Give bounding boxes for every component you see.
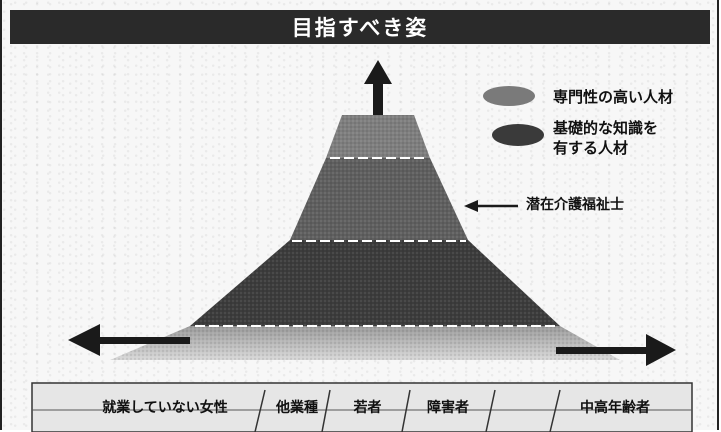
base-group-bar <box>31 382 693 432</box>
diagram-title: 目指すべき姿 <box>291 16 429 40</box>
group-label-middle-aged: 中高年齢者 <box>580 400 650 416</box>
pyramid-top-tier <box>326 115 430 158</box>
pyramid-base-tier <box>110 326 620 360</box>
pyramid-third-tier <box>190 240 560 326</box>
legend-label-basic: 基礎的な知識を 有する人材 <box>553 119 659 157</box>
group-label-unemployed-women: 就業していない女性 <box>102 400 228 416</box>
group-label-disabled: 障害者 <box>427 400 469 416</box>
up-arrow-icon <box>364 60 392 120</box>
left-arrow-icon <box>68 324 190 356</box>
right-arrow-icon <box>556 334 676 366</box>
group-label-other-industries: 他業種 <box>276 400 318 416</box>
tier-separators <box>195 157 556 327</box>
legend-swatch-specialist <box>483 86 535 106</box>
callout-label: 潜在介護福祉士 <box>526 197 624 213</box>
callout-arrow-icon <box>464 200 518 212</box>
legend-swatch-basic <box>492 124 544 146</box>
group-label-youth: 若者 <box>353 400 382 416</box>
legend-label-specialist: 専門性の高い人材 <box>553 88 674 106</box>
pyramid-second-tier <box>290 158 468 240</box>
title-bar: 目指すべき姿 <box>10 10 710 44</box>
